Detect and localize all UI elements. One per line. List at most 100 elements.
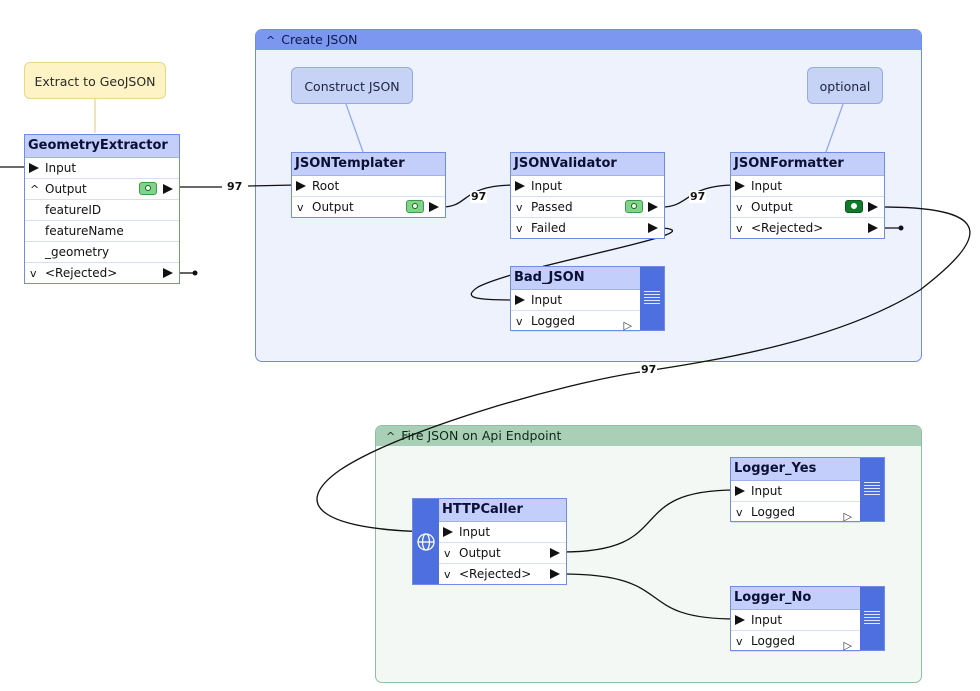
connection-count-label: 97: [689, 190, 707, 203]
connection-geom-to-templater: [180, 184, 297, 188]
output-port[interactable]: v Output: [292, 197, 445, 218]
expand-caret-icon[interactable]: v: [30, 267, 37, 280]
input-port[interactable]: Input: [511, 176, 664, 197]
port-label: Input: [751, 484, 783, 498]
transformer-title[interactable]: GeometryExtractor: [25, 135, 179, 158]
annotation-leader: [345, 103, 364, 153]
transformer-json-templater[interactable]: JSONTemplater Root v Output: [291, 152, 446, 218]
log-lines-icon: [864, 482, 880, 497]
expand-caret-icon[interactable]: v: [516, 315, 523, 328]
hollow-arrow-icon: ▷: [843, 639, 852, 652]
bookmark-create-json-header[interactable]: ^Create JSON: [256, 30, 921, 50]
annotation-construct[interactable]: Construct JSON: [291, 67, 413, 104]
port-label: Output: [312, 200, 354, 214]
logger-sidebar: [640, 267, 664, 330]
annotation-extract[interactable]: Extract to GeoJSON: [24, 62, 166, 99]
collapse-caret-icon[interactable]: ^: [30, 183, 40, 196]
input-port[interactable]: Input: [731, 610, 860, 631]
expand-caret-icon[interactable]: v: [736, 635, 743, 648]
port-label: Input: [531, 179, 563, 193]
input-port[interactable]: Root: [292, 176, 445, 197]
attribute-item: featureID: [25, 200, 179, 221]
transformer-title[interactable]: Logger_Yes: [731, 458, 860, 481]
input-port[interactable]: Input: [731, 481, 860, 502]
port-label: Passed: [531, 200, 573, 214]
port-label: Input: [459, 525, 491, 539]
input-port[interactable]: Input: [511, 290, 640, 311]
rejected-port[interactable]: v <Rejected>: [25, 263, 179, 284]
output-port[interactable]: v Output: [439, 543, 566, 564]
failed-port[interactable]: v Failed: [511, 218, 664, 239]
transformer-title[interactable]: Bad_JSON: [511, 267, 640, 290]
log-lines-icon: [644, 291, 660, 306]
port-label: <Rejected>: [751, 221, 824, 235]
port-label: Output: [459, 546, 501, 560]
port-label: <Rejected>: [45, 266, 118, 280]
connection-end-dot: [192, 270, 198, 276]
annotation-optional[interactable]: optional: [807, 67, 883, 104]
expand-caret-icon[interactable]: v: [444, 547, 451, 560]
inspect-eye-icon[interactable]: [139, 182, 157, 195]
connection-count-label: 97: [226, 180, 244, 193]
output-arrow-icon: [550, 548, 560, 558]
transformer-geometry-extractor[interactable]: GeometryExtractor Input ^Output featureI…: [24, 134, 180, 284]
rejected-port[interactable]: v <Rejected>: [439, 564, 566, 585]
expand-caret-icon[interactable]: v: [444, 568, 451, 581]
input-arrow-icon: [735, 486, 745, 496]
transformer-title[interactable]: JSONValidator: [511, 153, 664, 176]
expand-caret-icon[interactable]: v: [516, 222, 523, 235]
transformer-title[interactable]: HTTPCaller: [439, 499, 566, 522]
connection-templater-to-validator: [441, 184, 517, 208]
inspect-eye-icon[interactable]: [406, 200, 424, 213]
input-arrow-icon: [735, 181, 745, 191]
expand-caret-icon[interactable]: v: [736, 506, 743, 519]
attribute-label: _geometry: [45, 245, 110, 259]
input-arrow-icon: [515, 295, 525, 305]
transformer-title[interactable]: JSONFormatter: [731, 153, 884, 176]
output-port[interactable]: ^Output: [25, 179, 179, 200]
connection-count-label: 97: [640, 363, 658, 376]
hollow-arrow-icon: ▷: [843, 510, 852, 523]
port-label: Logged: [751, 505, 796, 519]
output-arrow-icon: [163, 268, 173, 278]
transformer-title[interactable]: Logger_No: [731, 587, 860, 610]
expand-caret-icon[interactable]: v: [736, 222, 743, 235]
attribute-item: _geometry: [25, 242, 179, 263]
inspect-eye-icon[interactable]: [845, 200, 863, 213]
passed-port[interactable]: v Passed: [511, 197, 664, 218]
output-arrow-icon: [868, 223, 878, 233]
bookmark-fire-json-header[interactable]: ^Fire JSON on Api Endpoint: [376, 426, 921, 446]
port-label: Input: [531, 293, 563, 307]
port-label: <Rejected>: [459, 567, 532, 581]
input-port[interactable]: Input: [731, 176, 884, 197]
transformer-logger-yes[interactable]: Logger_Yes Input v Logged ▷: [730, 457, 885, 523]
input-port[interactable]: Input: [439, 522, 566, 543]
expand-caret-icon[interactable]: v: [297, 201, 304, 214]
input-port[interactable]: Input: [25, 158, 179, 179]
port-label: Failed: [531, 221, 566, 235]
inspect-eye-icon[interactable]: [625, 200, 643, 213]
collapse-caret-icon[interactable]: ^: [386, 430, 396, 443]
attribute-label: featureName: [45, 224, 124, 238]
logger-sidebar: [860, 587, 884, 650]
expand-caret-icon[interactable]: v: [736, 201, 743, 214]
expand-caret-icon[interactable]: v: [516, 201, 523, 214]
collapse-caret-icon[interactable]: ^: [266, 34, 276, 47]
logged-port[interactable]: v Logged ▷: [731, 502, 860, 523]
rejected-port[interactable]: v <Rejected>: [731, 218, 884, 239]
hollow-arrow-icon: ▷: [623, 319, 632, 332]
transformer-title[interactable]: JSONTemplater: [292, 153, 445, 176]
transformer-http-caller[interactable]: HTTPCaller Input v Output v <Rejected>: [412, 498, 567, 585]
connection-end-dot: [898, 225, 904, 231]
input-arrow-icon: [29, 163, 39, 173]
connection-count-label: 97: [470, 190, 488, 203]
output-arrow-icon: [550, 569, 560, 579]
input-arrow-icon: [735, 615, 745, 625]
